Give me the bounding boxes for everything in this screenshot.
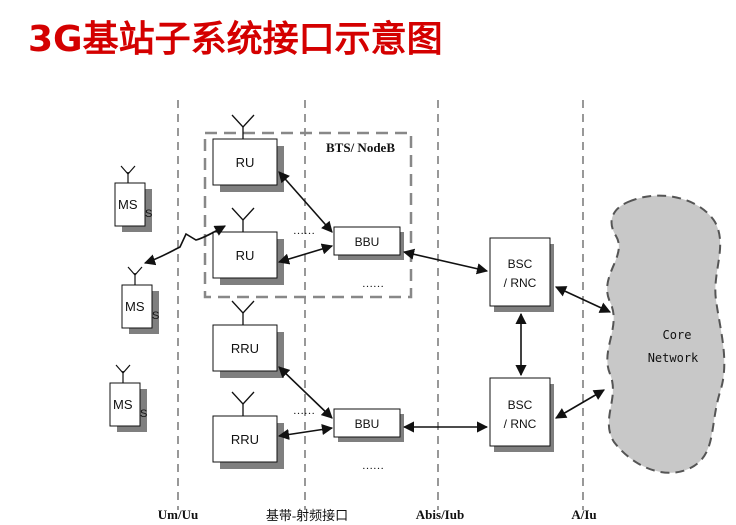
- ms-sub-label: S: [145, 208, 152, 220]
- mobile-station-2: MS S: [121, 266, 159, 334]
- air-interface-link: [143, 225, 226, 266]
- mobile-station-1: MS S: [114, 165, 152, 232]
- baseband-rf-interface-label: 基带-射频接口: [266, 508, 348, 523]
- rru-unit-2: RRU: [212, 391, 284, 469]
- rru1-bbu2-link: [278, 366, 333, 419]
- core-network-label-1: Core: [663, 328, 692, 342]
- ru-label: RU: [236, 248, 255, 263]
- bsc-rnc-unit-1: BSC / RNC: [489, 237, 554, 312]
- core-network-label-2: Network: [648, 351, 699, 365]
- bbu1-bsc1-link: [402, 248, 489, 275]
- ms-label: MS: [125, 299, 145, 314]
- rru2-bbu2-link: [277, 423, 334, 441]
- bts-nodeb-boundary: [203, 131, 413, 299]
- rru-unit-1: RRU: [212, 300, 284, 378]
- page-title: 3G基站子系统接口示意图: [28, 19, 443, 60]
- bbu-unit-2: BBU: [333, 408, 404, 442]
- ellipsis: ……: [293, 405, 315, 417]
- bbu-label: BBU: [355, 417, 380, 431]
- ellipsis: ……: [362, 278, 384, 290]
- ellipsis: ……: [362, 460, 384, 472]
- rnc-label: / RNC: [504, 417, 537, 431]
- core-network-cloud: [606, 194, 726, 474]
- bbu-unit-1: BBU: [333, 226, 404, 260]
- bsc-label: BSC: [508, 398, 533, 412]
- rnc-label: / RNC: [504, 276, 537, 290]
- ellipsis: ……: [293, 225, 315, 237]
- bsc-rnc-unit-2: BSC / RNC: [489, 377, 554, 452]
- ms-label: MS: [113, 397, 133, 412]
- ru-label: RU: [236, 155, 255, 170]
- ru-unit-2: RU: [212, 207, 284, 285]
- bts-nodeb-label: BTS/ NodeB: [326, 140, 395, 155]
- bsc1-core-link: [554, 286, 612, 313]
- rru-label: RRU: [231, 341, 259, 356]
- ms-sub-label: S: [152, 310, 159, 322]
- rru-label: RRU: [231, 432, 259, 447]
- ru1-bbu1-link: [278, 171, 333, 233]
- ru2-bbu1-link: [277, 243, 334, 265]
- ru-unit-1: RU: [212, 114, 284, 192]
- um-uu-interface-label: Um/Uu: [158, 507, 198, 522]
- a-iu-interface-label: A/Iu: [571, 507, 596, 522]
- ms-label: MS: [118, 197, 138, 212]
- mobile-station-3: MS S: [109, 364, 147, 432]
- bsc-label: BSC: [508, 257, 533, 271]
- bsc2-core-link: [555, 389, 605, 419]
- bbu-label: BBU: [355, 235, 380, 249]
- abis-iub-interface-label: Abis/Iub: [416, 507, 464, 522]
- ms-sub-label: S: [140, 408, 147, 420]
